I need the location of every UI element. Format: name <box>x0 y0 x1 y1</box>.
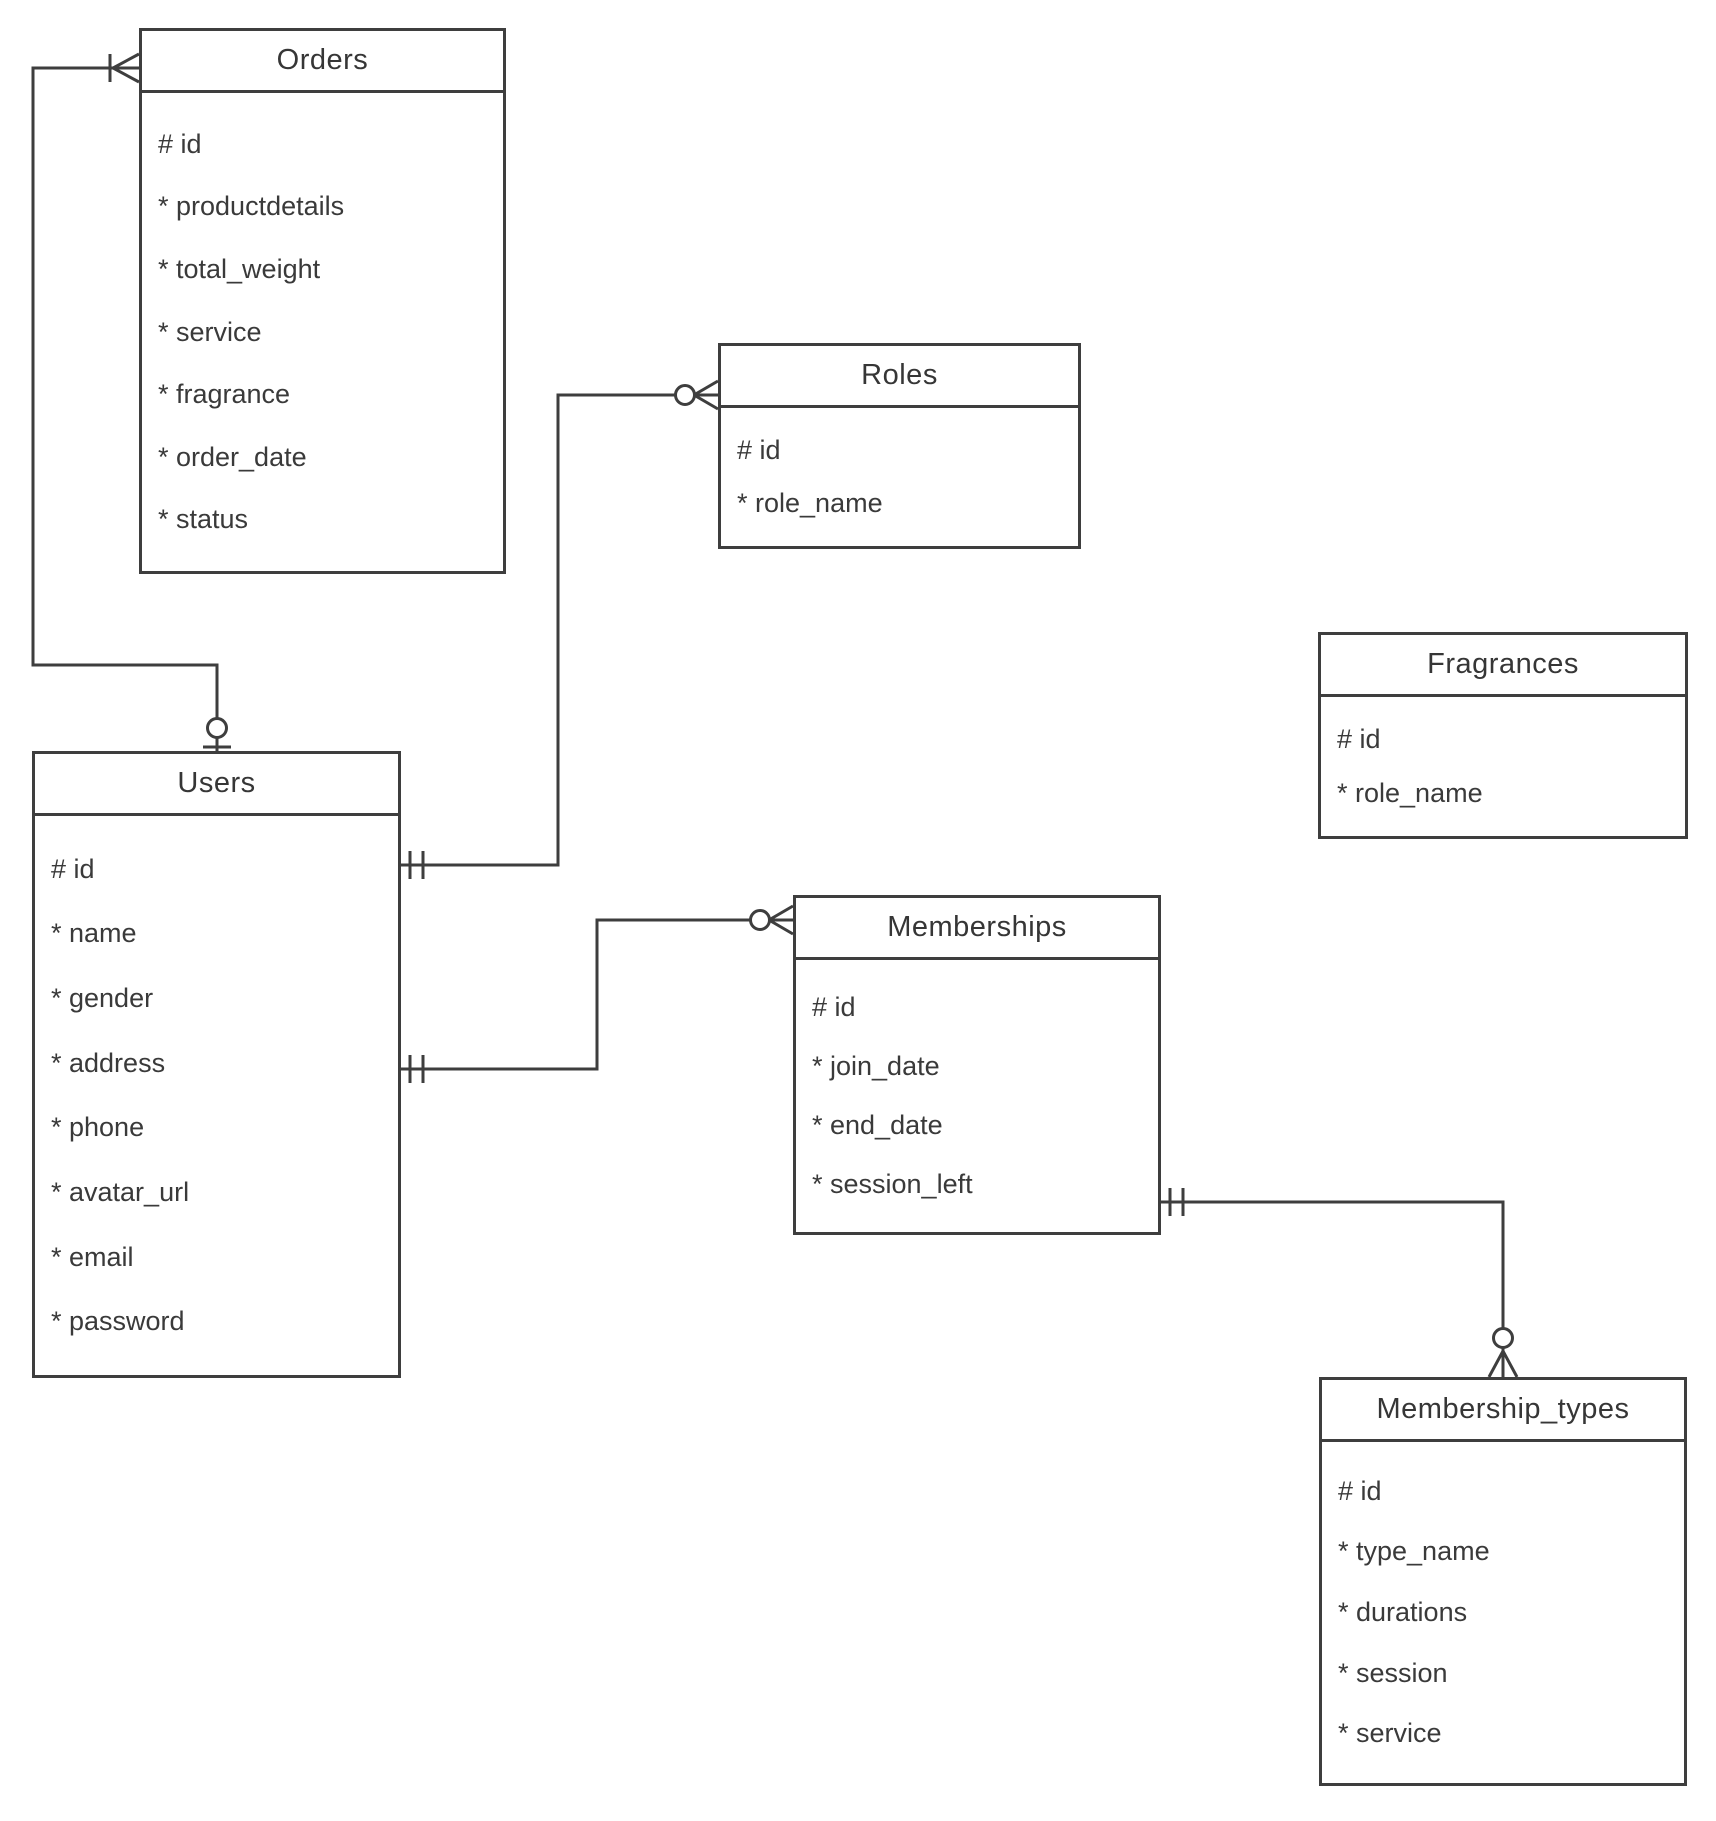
entity-orders[interactable]: Orders # id * productdetails * total_wei… <box>139 28 506 574</box>
entity-field-list: # id * productdetails * total_weight * s… <box>142 93 503 571</box>
cardinality-one-and-only-one-icon <box>408 851 425 879</box>
relationship-users-memberships[interactable] <box>401 904 794 1083</box>
field-row: * phone <box>51 1112 145 1143</box>
field-row: * status <box>158 504 249 535</box>
field-row: * avatar_url <box>51 1176 190 1207</box>
cardinality-zero-or-many-icon <box>1487 1327 1519 1378</box>
field-row: * type_name <box>1338 1536 1490 1567</box>
relationship-line[interactable] <box>1161 1200 1505 1377</box>
entity-memberships[interactable]: Memberships # id * join_date * end_date … <box>793 895 1161 1235</box>
field-row: * password <box>51 1306 185 1337</box>
field-row: * address <box>51 1047 166 1078</box>
field-row: * email <box>51 1241 134 1272</box>
entity-title: Fragrances <box>1321 635 1685 697</box>
field-row: * fragrance <box>158 379 291 410</box>
entity-field-list: # id * join_date * end_date * session_le… <box>796 960 1158 1232</box>
cardinality-zero-or-many-icon <box>674 379 719 411</box>
cardinality-one-and-only-one-icon <box>1168 1188 1185 1216</box>
entity-title: Membership_types <box>1322 1380 1684 1442</box>
cardinality-zero-or-one-icon <box>203 717 231 749</box>
cardinality-zero-or-many-icon <box>749 904 794 936</box>
cardinality-one-and-only-one-icon <box>408 1055 425 1083</box>
entity-title: Users <box>35 754 398 816</box>
field-row: * end_date <box>812 1110 943 1140</box>
relationship-users-orders[interactable] <box>31 52 231 751</box>
field-row: * join_date <box>812 1051 940 1081</box>
field-row: * durations <box>1338 1596 1468 1627</box>
field-row: * session <box>1338 1657 1448 1688</box>
relationship-users-roles[interactable] <box>401 379 719 879</box>
field-row: * service <box>1338 1718 1442 1749</box>
entity-roles[interactable]: Roles # id * role_name <box>718 343 1081 549</box>
entity-field-list: # id * role_name <box>1321 697 1685 836</box>
field-row: * productdetails <box>158 191 345 222</box>
field-row: * session_left <box>812 1169 973 1199</box>
entity-users[interactable]: Users # id * name * gender * address * p… <box>32 751 401 1378</box>
entity-field-list: # id * type_name * durations * session *… <box>1322 1442 1684 1783</box>
entity-title: Roles <box>721 346 1078 408</box>
field-row: # id <box>158 128 202 159</box>
field-row: # id <box>1338 1475 1382 1506</box>
entity-field-list: # id * role_name <box>721 408 1078 546</box>
entity-fragrances[interactable]: Fragrances # id * role_name <box>1318 632 1688 839</box>
field-row: * name <box>51 918 137 949</box>
field-row: # id <box>51 853 95 884</box>
field-row: * service <box>158 316 262 347</box>
entity-title: Orders <box>142 31 503 93</box>
entity-field-list: # id * name * gender * address * phone *… <box>35 816 398 1375</box>
field-row: # id <box>737 434 781 465</box>
relationship-line[interactable] <box>401 918 793 1071</box>
field-row: # id <box>812 992 856 1022</box>
relationship-line[interactable] <box>31 66 219 751</box>
entity-title: Memberships <box>796 898 1158 960</box>
relationship-memberships-membership-types[interactable] <box>1161 1188 1519 1378</box>
cardinality-one-or-many-icon <box>108 52 140 84</box>
field-row: * role_name <box>737 488 883 519</box>
entity-membership-types[interactable]: Membership_types # id * type_name * dura… <box>1319 1377 1687 1786</box>
field-row: # id <box>1337 724 1381 754</box>
field-row: * gender <box>51 982 154 1013</box>
field-row: * role_name <box>1337 778 1483 808</box>
relationship-line[interactable] <box>401 393 718 867</box>
field-row: * total_weight <box>158 253 321 284</box>
field-row: * order_date <box>158 441 307 472</box>
